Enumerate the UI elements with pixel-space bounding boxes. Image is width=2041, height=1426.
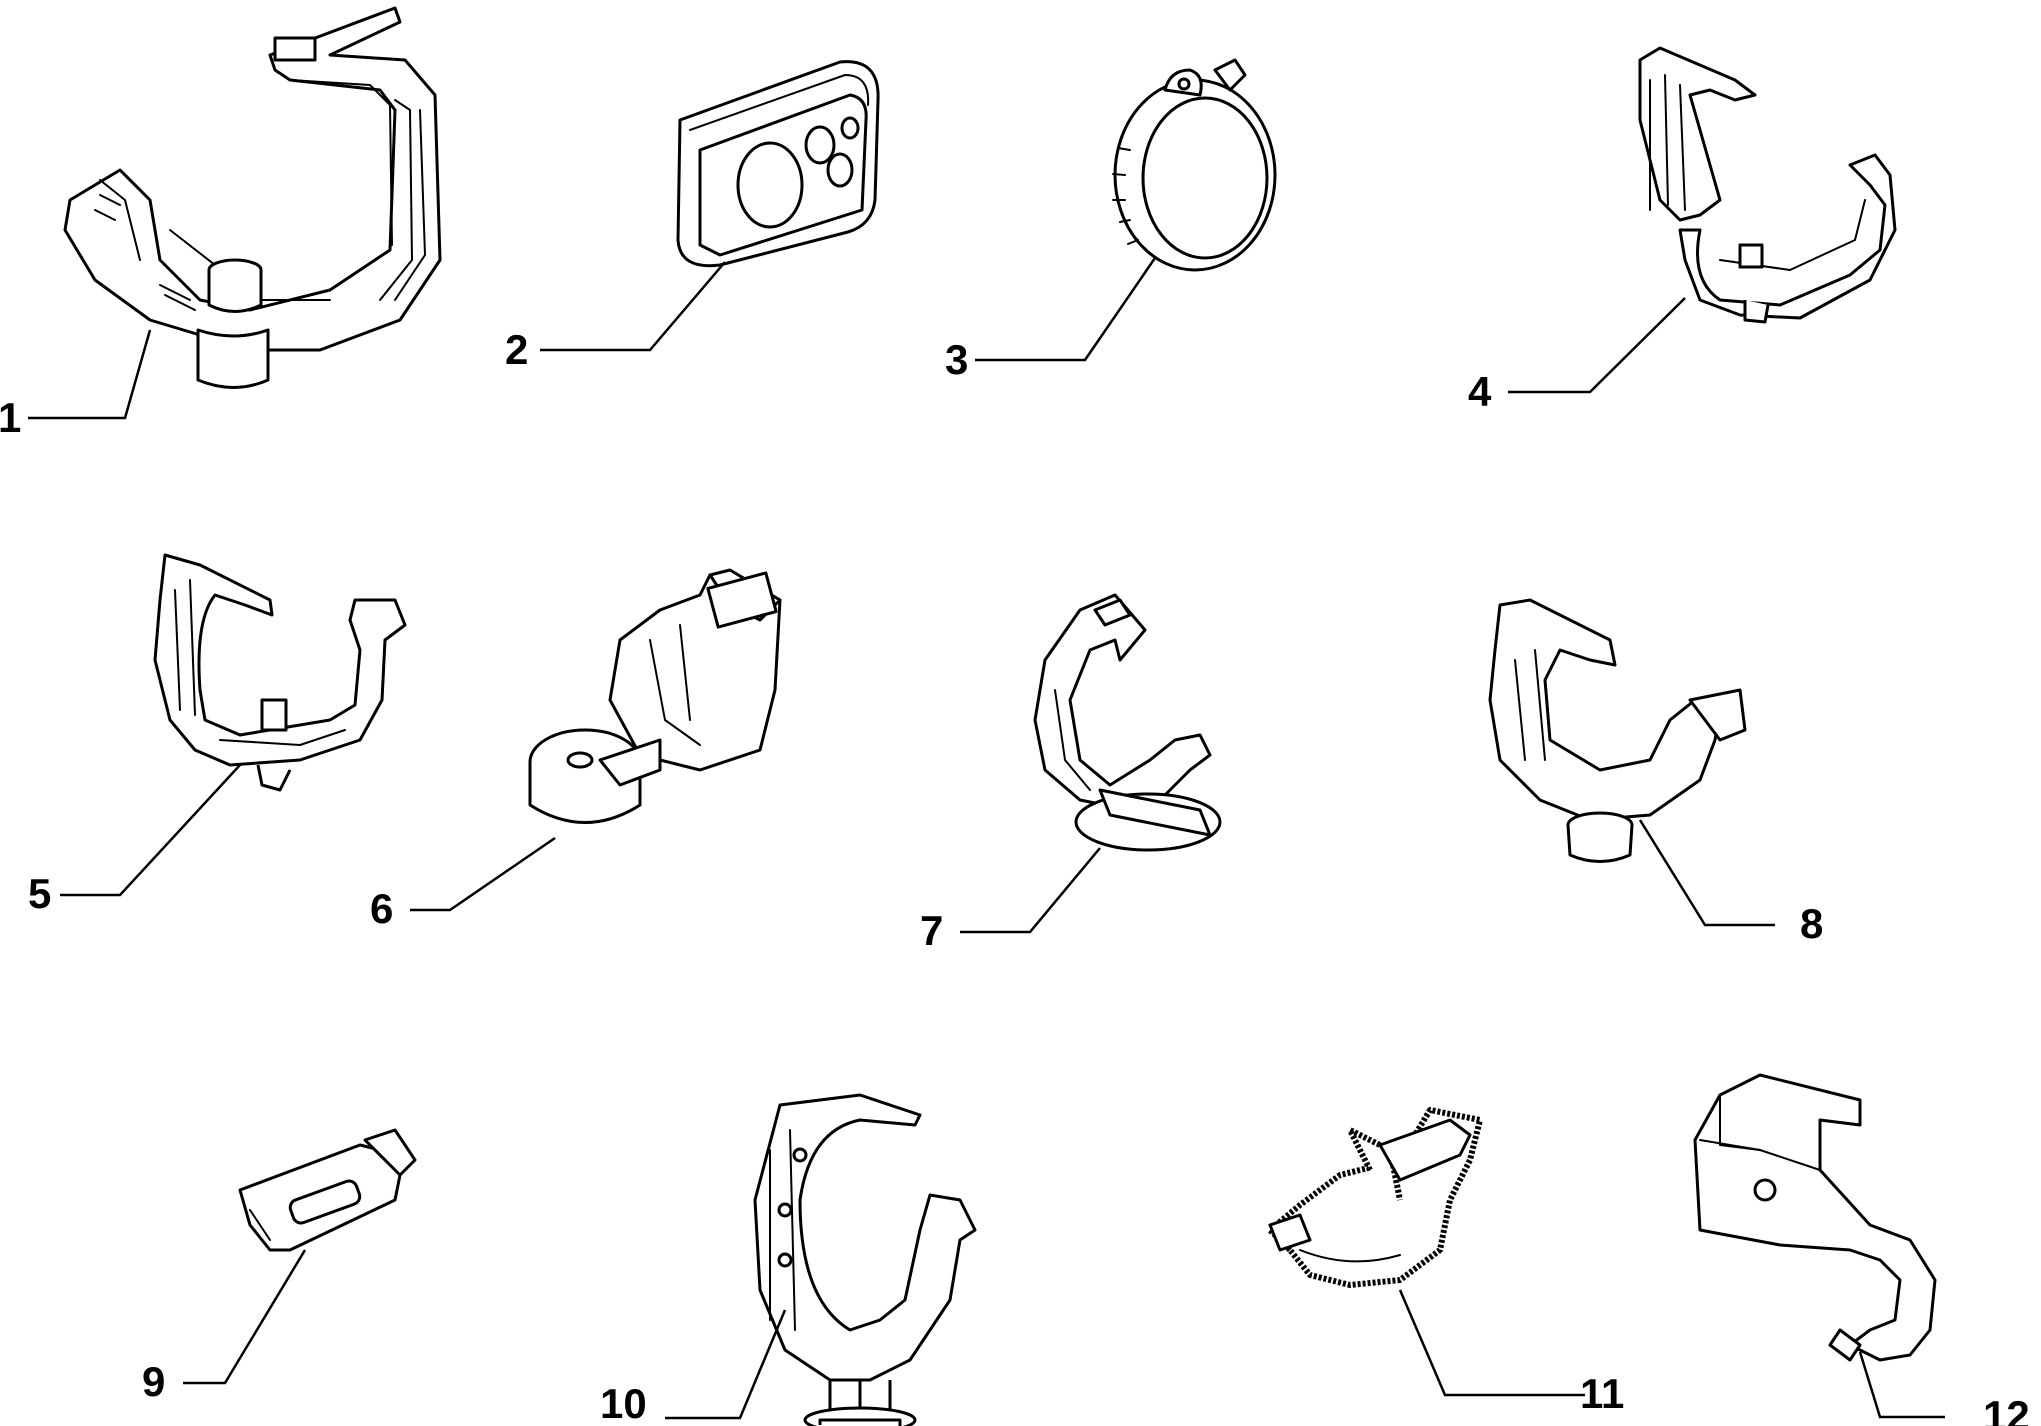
part-10-large-clip xyxy=(665,1093,977,1426)
part-6-clip-grommet xyxy=(410,568,782,912)
part-label-3: 3 xyxy=(945,336,968,383)
part-8-twin-clip xyxy=(1488,598,1775,927)
part-2-grommet xyxy=(540,60,880,352)
part-1-bracket xyxy=(28,6,442,420)
part-label-6: 6 xyxy=(370,885,393,932)
part-3-hose-clamp xyxy=(975,58,1277,362)
part-label-4: 4 xyxy=(1468,368,1492,415)
part-label-8: 8 xyxy=(1800,900,1823,947)
part-11-textured-clip xyxy=(1267,1107,1585,1397)
part-label-7: 7 xyxy=(920,907,943,954)
part-label-5: 5 xyxy=(28,870,51,917)
part-label-9: 9 xyxy=(142,1358,165,1405)
part-5-u-clip xyxy=(60,553,407,897)
part-7-spring-clip xyxy=(960,593,1222,934)
part-label-11: 11 xyxy=(1580,1370,1624,1417)
part-12-mount-bracket xyxy=(1693,1073,1945,1419)
part-label-12: 12 xyxy=(1983,1392,2030,1426)
part-label-10: 10 xyxy=(600,1380,647,1426)
part-4-clip-bracket xyxy=(1508,46,1897,394)
part-9-small-clip xyxy=(183,1128,417,1385)
part-label-1: 1 xyxy=(0,394,21,441)
part-label-2: 2 xyxy=(505,326,528,373)
